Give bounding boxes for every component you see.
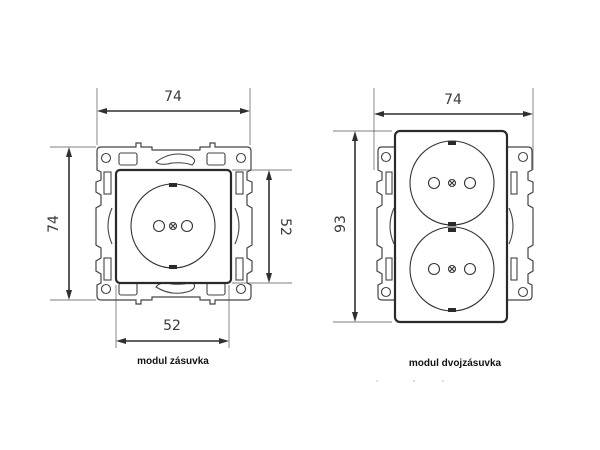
earth-contact [448,222,456,226]
pin-hole-icon [180,219,194,233]
screw-hole-icon [100,152,112,164]
pin-hole-icon [463,262,477,276]
pin-hole-icon [427,176,441,190]
latch-curve [389,207,395,245]
caption-double: modul dvojzásuvka [409,358,502,369]
double-socket-module: 74 93 modul dvojzásuvka [333,88,534,382]
latch [235,171,244,195]
screw-cross [170,223,176,229]
latch [235,257,244,281]
earth-contact [448,141,456,145]
latch [510,171,518,195]
latch-curve [107,207,113,245]
dimension-height-label: 74 [46,215,62,233]
earth-contact [448,228,456,232]
screw-hole-icon [517,151,529,163]
pin-hole-icon [152,219,166,233]
screw-hole-icon [517,286,529,298]
pin-hole-icon [427,262,441,276]
latch [103,171,112,195]
clip [118,152,138,166]
latch-curve [508,207,514,245]
screw-hole-icon [100,283,112,295]
latch [103,257,112,281]
dimension-plate-height-label: 93 [333,215,349,233]
earth-contact [169,265,177,269]
pin-hole-icon [463,176,477,190]
dimension-width-label: 74 [164,89,182,105]
screw-hole-icon [235,152,247,164]
dimension-plate-width-label: 52 [163,318,181,334]
caption-single: modul zásuvka [137,356,209,367]
slot [155,153,196,166]
screw-hole-icon [235,283,247,295]
dimension-width-label: 74 [444,92,462,108]
latch [385,257,393,281]
single-socket-module: 74 74 52 52 modul zásuvka [46,88,293,367]
earth-contact [448,308,456,312]
dimension-plate-height-label: 52 [277,218,293,236]
earth-contact [169,183,177,187]
screw-hole-icon [380,286,392,298]
latch [385,171,393,195]
clip [118,282,138,296]
clip [206,282,226,296]
latch-curve [234,207,240,245]
latch [510,257,518,281]
screw-hole-icon [380,151,392,163]
clip [206,152,226,166]
